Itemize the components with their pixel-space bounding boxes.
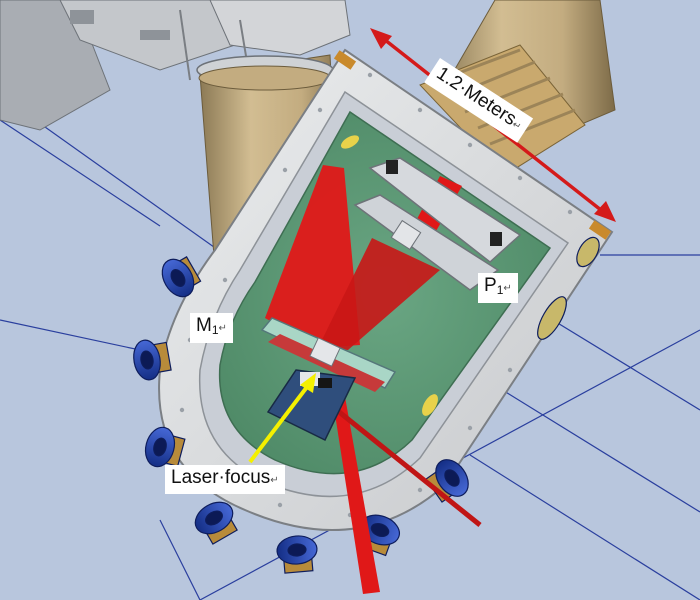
parabolic-mirror-p1 bbox=[353, 157, 522, 291]
upper-structure bbox=[0, 0, 351, 131]
focus-arrow bbox=[248, 373, 316, 464]
target-stage bbox=[266, 369, 357, 442]
return-mark: ↵ bbox=[218, 323, 227, 334]
p1-main-text: P bbox=[484, 275, 497, 296]
return-mark: ↵ bbox=[503, 283, 512, 294]
p1-subscript: 1 bbox=[496, 283, 504, 297]
laser-focus-text: Laser·focus bbox=[171, 467, 271, 488]
return-mark: ↵ bbox=[270, 475, 279, 486]
m1-main-text: M bbox=[196, 315, 212, 336]
laser-focus-label: Laser·focus↵ bbox=[165, 465, 285, 494]
beam-output bbox=[330, 380, 380, 594]
beam-fan-right bbox=[318, 238, 440, 350]
p1-label: P1↵ bbox=[478, 273, 518, 303]
beam-fan-left bbox=[265, 165, 360, 348]
beam-secondary bbox=[316, 393, 482, 527]
m1-label: M1↵ bbox=[190, 313, 233, 343]
m1-subscript: 1 bbox=[211, 323, 219, 337]
